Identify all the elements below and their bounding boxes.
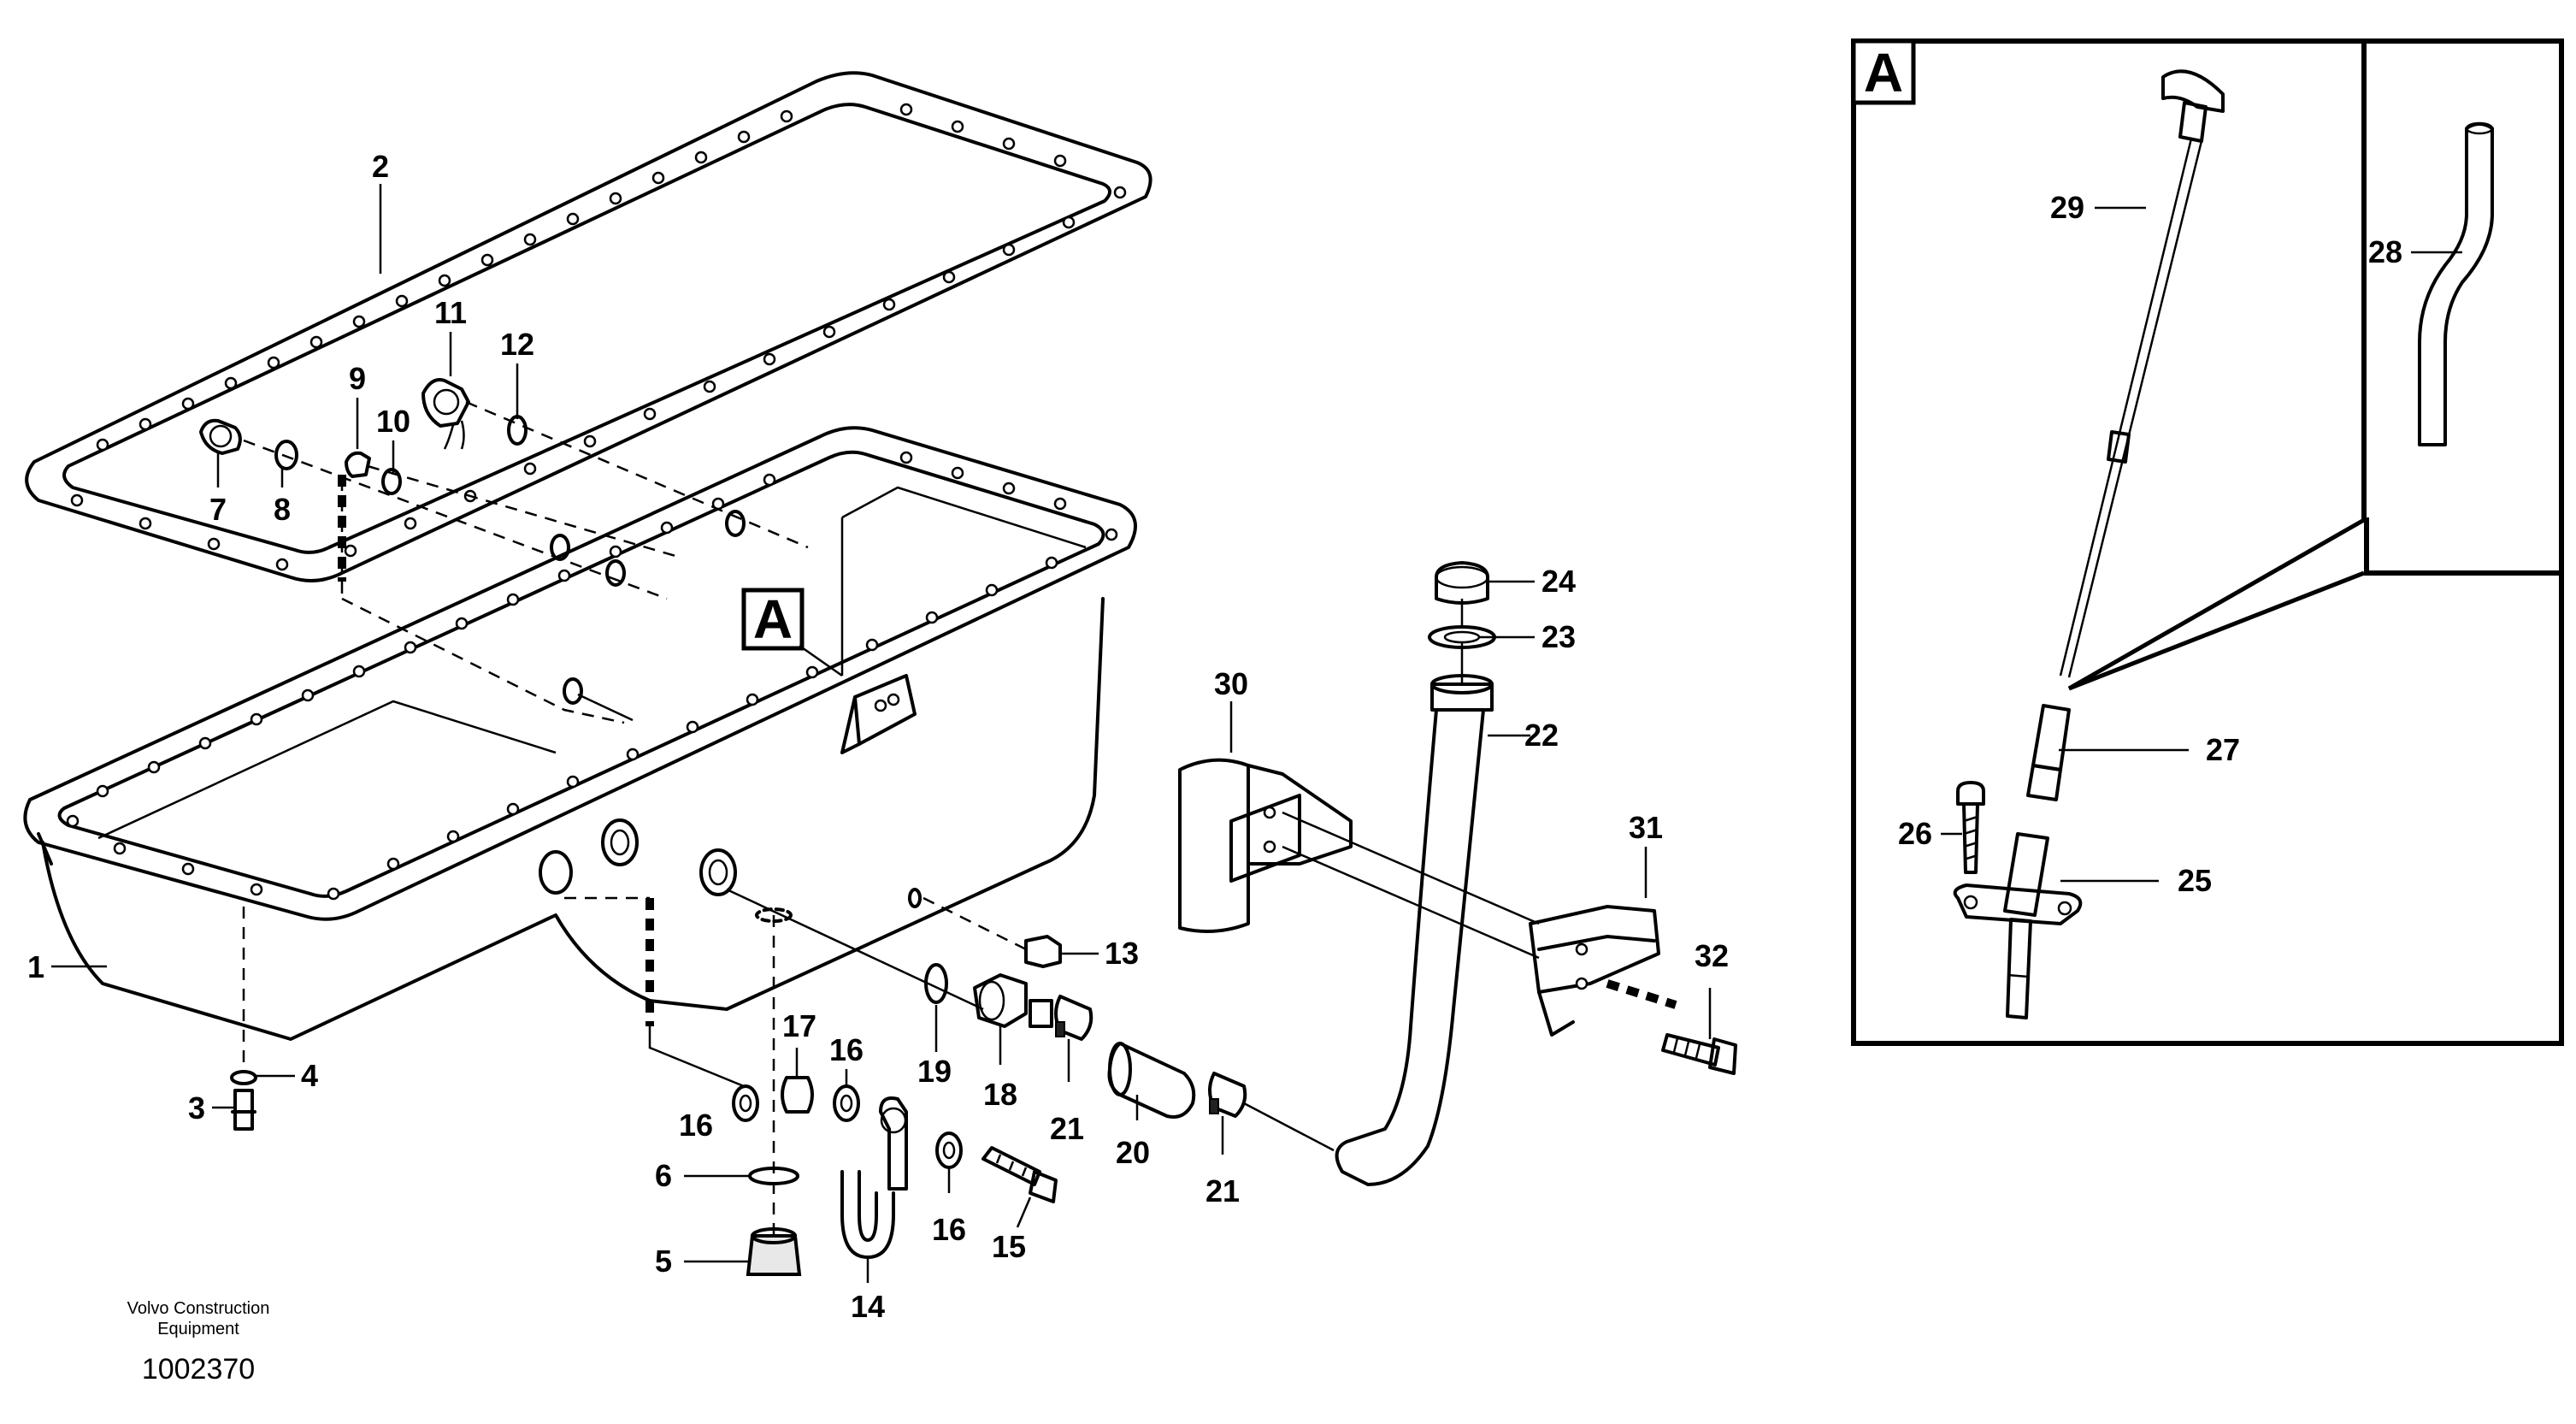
label-28: 28 bbox=[2368, 234, 2402, 269]
label-20: 20 bbox=[1116, 1135, 1150, 1170]
label-31: 31 bbox=[1629, 810, 1663, 845]
label-1: 1 bbox=[27, 949, 44, 984]
pan-bolt-holes bbox=[66, 451, 1118, 901]
label-14: 14 bbox=[851, 1289, 885, 1324]
publisher-line-2: Equipment bbox=[157, 1320, 239, 1338]
label-10: 10 bbox=[376, 404, 410, 439]
label-27: 27 bbox=[2206, 732, 2240, 767]
label-12: 12 bbox=[500, 327, 534, 362]
oil-pan bbox=[23, 426, 1137, 1041]
filler-brackets bbox=[1178, 758, 1737, 1075]
oil-filler-assembly bbox=[1335, 561, 1496, 1186]
label-15: 15 bbox=[992, 1229, 1026, 1264]
part-number-labels: 1 2 3 4 5 6 7 8 9 10 11 12 13 14 15 16 1… bbox=[27, 149, 2402, 1324]
detail-callout: A bbox=[741, 588, 843, 677]
label-9: 9 bbox=[349, 361, 366, 396]
drawing-footer: Volvo Construction Equipment 1002370 bbox=[127, 1299, 270, 1386]
label-11: 11 bbox=[434, 295, 467, 330]
oil-pan-gasket bbox=[25, 71, 1152, 582]
label-29: 29 bbox=[2050, 190, 2084, 225]
label-16b: 16 bbox=[829, 1032, 864, 1067]
label-21a: 21 bbox=[1050, 1111, 1084, 1146]
gasket-bolt-holes bbox=[70, 103, 1127, 571]
label-18: 18 bbox=[983, 1077, 1017, 1112]
label-21b: 21 bbox=[1205, 1173, 1240, 1208]
publisher-line-1: Volvo Construction bbox=[127, 1299, 270, 1318]
label-30: 30 bbox=[1214, 666, 1248, 701]
label-17: 17 bbox=[782, 1008, 816, 1043]
label-2: 2 bbox=[372, 149, 389, 184]
label-8: 8 bbox=[274, 492, 291, 527]
label-13: 13 bbox=[1105, 936, 1139, 971]
leader-lines bbox=[51, 184, 2462, 1283]
drain-assembly bbox=[230, 888, 1335, 1276]
label-26: 26 bbox=[1898, 816, 1932, 851]
svg-text:A: A bbox=[753, 588, 793, 650]
label-5: 5 bbox=[655, 1244, 672, 1279]
label-16c: 16 bbox=[932, 1212, 966, 1247]
label-16a: 16 bbox=[679, 1108, 713, 1143]
label-23: 23 bbox=[1541, 619, 1576, 654]
label-32: 32 bbox=[1695, 938, 1729, 973]
label-4: 4 bbox=[301, 1058, 318, 1093]
upper-plugs bbox=[199, 378, 809, 724]
label-7: 7 bbox=[209, 492, 227, 527]
label-24: 24 bbox=[1541, 564, 1576, 599]
label-25: 25 bbox=[2178, 863, 2212, 898]
svg-text:A: A bbox=[1864, 42, 1903, 103]
drawing-number: 1002370 bbox=[142, 1353, 255, 1386]
label-22: 22 bbox=[1524, 718, 1559, 753]
detail-panel-a: A bbox=[1851, 38, 2564, 1046]
label-19: 19 bbox=[917, 1054, 952, 1089]
label-6: 6 bbox=[655, 1158, 672, 1193]
label-3: 3 bbox=[188, 1090, 205, 1126]
